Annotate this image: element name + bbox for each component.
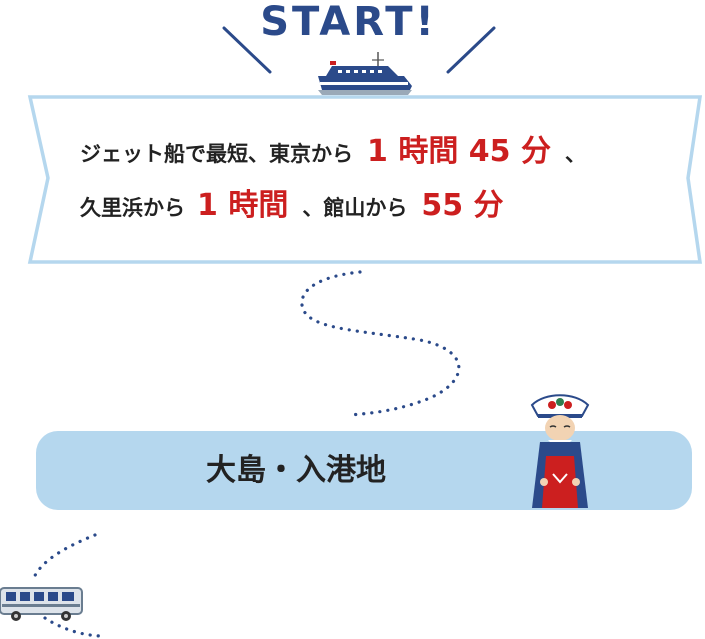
banner-line-1: ジェット船で最短、東京から 1 時間 45 分 、 [80,126,680,180]
line2-time1: 1 時間 [197,188,289,223]
line1-intro: ジェット船で最短、東京から [80,142,353,166]
jet-boat-icon [318,52,412,95]
line2-from1: 久里浜から [80,196,185,220]
start-title: START! [260,0,437,45]
banner-frame [27,95,703,264]
arrival-label: 大島・入港地 [206,453,386,488]
banner-text: ジェット船で最短、東京から 1 時間 45 分 、 久里浜から 1 時間 、館山… [80,126,680,234]
start-deco-lines-icon [222,26,496,74]
banner-line-2: 久里浜から 1 時間 、館山から 55 分 [80,180,680,234]
line2-mid: 、館山から [302,196,408,220]
line1-comma: 、 [564,142,586,166]
line2-time2: 55 分 [421,188,504,223]
line1-time: 1 時間 45 分 [367,134,551,169]
